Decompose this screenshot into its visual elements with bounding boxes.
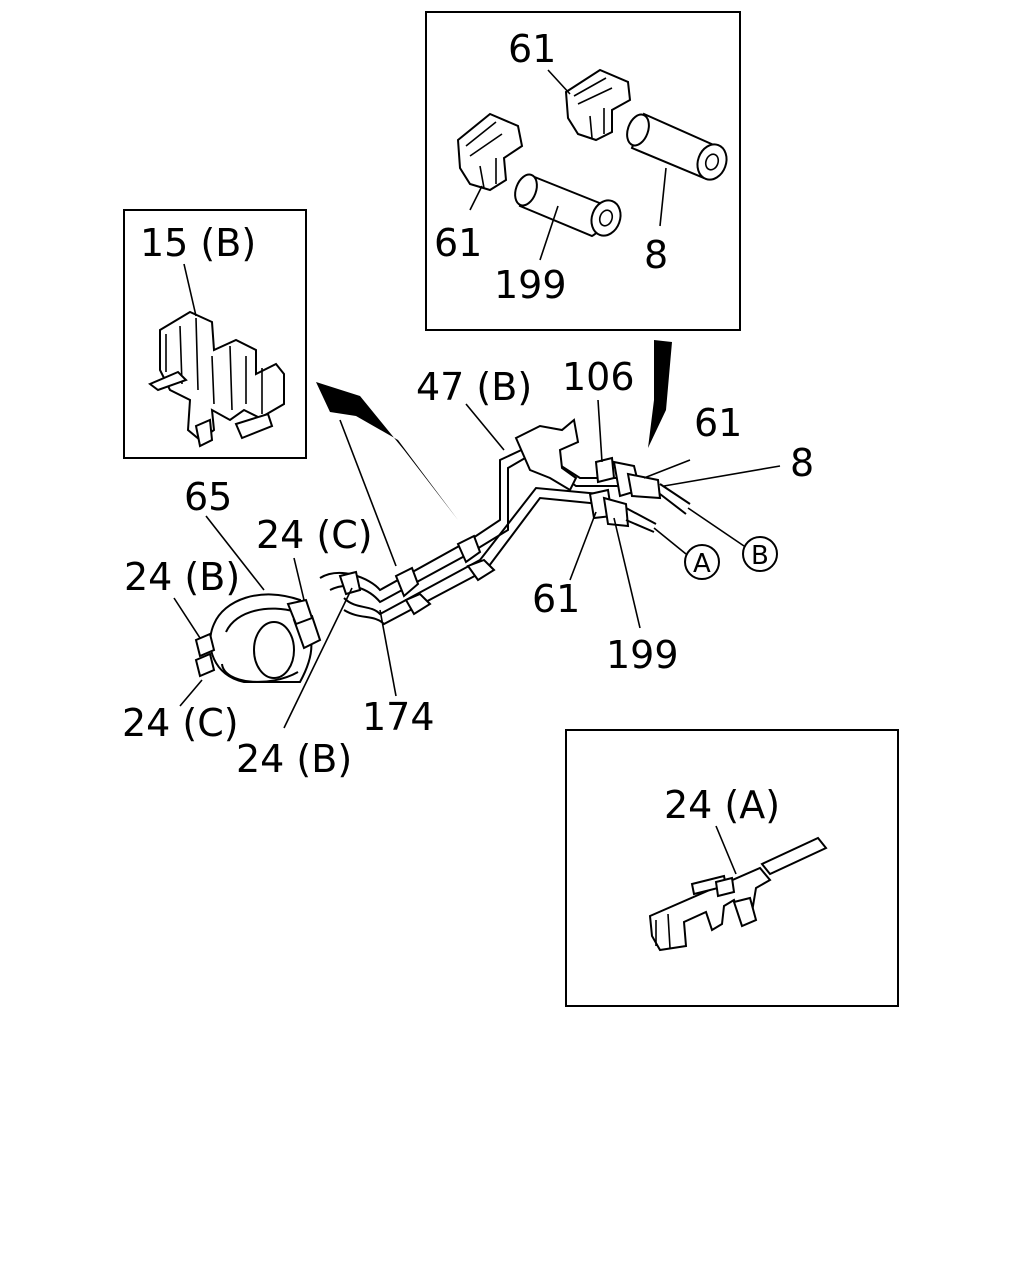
- label-199-inset: 199: [494, 263, 567, 307]
- callout-a: A: [684, 544, 720, 580]
- tube-199-inset: [514, 173, 622, 238]
- pipe-assembly: [194, 418, 691, 683]
- label-8-inset: 8: [644, 233, 668, 277]
- label-24b-left: 24 (B): [124, 555, 240, 599]
- label-15b: 15 (B): [140, 221, 256, 265]
- inset-frame-left: [123, 209, 307, 459]
- label-61-inset-lower: 61: [434, 221, 482, 265]
- callout-b-label: B: [751, 541, 769, 571]
- callout-a-label: A: [693, 549, 711, 579]
- label-61-main-bottom: 61: [532, 577, 580, 621]
- label-24c-bottom: 24 (C): [122, 701, 239, 745]
- arrow-right: [648, 340, 672, 448]
- clip-24a: [648, 836, 828, 952]
- inset-frame-top: [425, 11, 741, 331]
- label-61-inset-upper: 61: [508, 27, 556, 71]
- label-8-main: 8: [790, 441, 814, 485]
- label-199-main: 199: [606, 633, 679, 677]
- arrow-left: [316, 382, 458, 520]
- label-47b: 47 (B): [416, 365, 532, 409]
- tube-8-inset: [626, 112, 728, 181]
- label-24c-top: 24 (C): [256, 513, 373, 557]
- callout-b: B: [742, 536, 778, 572]
- label-24b-bottom: 24 (B): [236, 737, 352, 781]
- label-65: 65: [184, 475, 232, 519]
- label-61-main-top: 61: [694, 401, 742, 445]
- label-106: 106: [562, 355, 635, 399]
- label-174: 174: [362, 695, 435, 739]
- label-24a: 24 (A): [664, 783, 780, 827]
- inset-frame-bottom: [565, 729, 899, 1007]
- clip-15b: [148, 310, 285, 448]
- clip-61-lower: [456, 112, 524, 192]
- clip-61-upper: [564, 68, 632, 142]
